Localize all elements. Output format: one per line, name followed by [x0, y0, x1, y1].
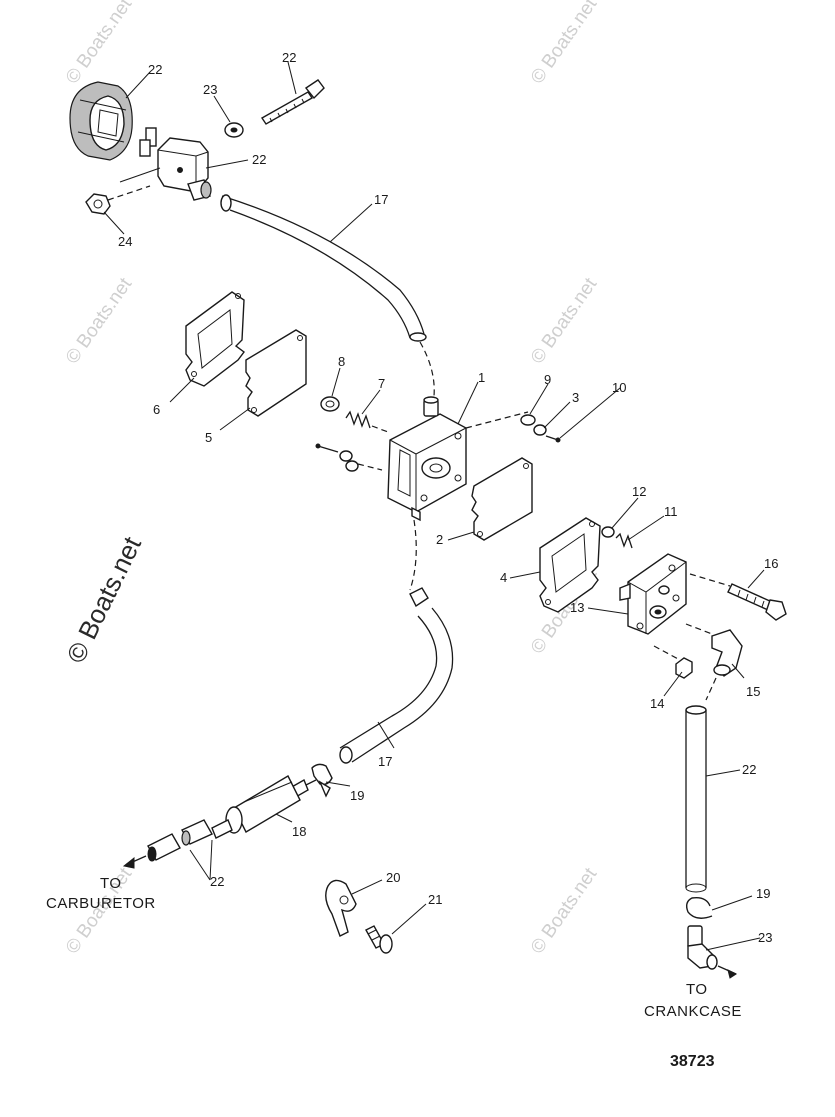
- callout-5: 5: [205, 430, 212, 445]
- notes: TO CARBURETOR TO CRANKCASE 38723: [46, 875, 742, 1070]
- callout-23: 23: [758, 930, 772, 945]
- callout-9: 9: [544, 372, 551, 387]
- part-22-vertical-hose: [685, 705, 707, 893]
- watermark-large: © Boats.net: [60, 531, 147, 667]
- part-22-short-hoses: [122, 819, 213, 869]
- note-to-carburetor-2: CARBURETOR: [46, 895, 156, 912]
- part-5-diaphragm: [245, 329, 307, 417]
- callout-14: 14: [650, 696, 664, 711]
- callout-16: 16: [764, 556, 778, 571]
- callout-8: 8: [338, 354, 345, 369]
- part-19-clamp-right: [685, 896, 713, 919]
- part-20-clip: [325, 879, 357, 937]
- callout-13: 13: [570, 600, 584, 615]
- watermark-3: © Boats.net: [62, 274, 137, 368]
- callout-7: 7: [378, 376, 385, 391]
- callout-3: 3: [572, 390, 579, 405]
- callout-10: 10: [612, 380, 626, 395]
- callout-17-upper: 17: [374, 192, 388, 207]
- leader-lines: [103, 61, 765, 951]
- part-13-cover: [619, 553, 687, 635]
- part-21-screw: [365, 925, 393, 954]
- part-15-elbow: [685, 623, 743, 701]
- part-6-gasket: [185, 291, 245, 387]
- part-4-gasket: [539, 517, 601, 613]
- callout-11: 11: [664, 504, 678, 519]
- callout-19-right: 19: [756, 886, 770, 901]
- callout-15: 15: [746, 684, 760, 699]
- check-valve-left: [315, 443, 383, 472]
- callout-21: 21: [428, 892, 442, 907]
- callout-20: 20: [386, 870, 400, 885]
- note-to-carburetor-1: TO: [100, 875, 122, 892]
- part-24-solenoid: [119, 127, 212, 201]
- part-7-spring: [345, 410, 389, 433]
- figure-number: 38723: [670, 1053, 715, 1070]
- callout-12: 12: [632, 484, 646, 499]
- part-17-lower-hose: [339, 607, 454, 764]
- part-1-pump-body: [387, 396, 529, 522]
- callout-4: 4: [500, 570, 507, 585]
- callout-25: 22: [148, 62, 162, 77]
- callout-17-lower: 17: [378, 754, 392, 769]
- callout-18: 18: [292, 824, 306, 839]
- part-26-screw: [260, 79, 325, 125]
- lower-connector: [409, 519, 429, 608]
- callout-22-left: 22: [210, 874, 224, 889]
- note-to-crankcase-1: TO: [686, 981, 708, 998]
- callout-6: 6: [153, 402, 160, 417]
- part-16-bolt: [689, 573, 787, 621]
- callout-26: 22: [282, 50, 296, 65]
- part-8-disc: [320, 396, 340, 412]
- check-valve-right: [520, 414, 561, 443]
- watermark-2: © Boats.net: [527, 0, 602, 88]
- part-2-diaphragm: [471, 457, 533, 541]
- callout-27: 23: [203, 82, 217, 97]
- watermark-4: © Boats.net: [527, 274, 602, 368]
- note-to-crankcase-2: CRANKCASE: [644, 1003, 742, 1020]
- callout-19-left: 19: [350, 788, 364, 803]
- callouts: 22 22 23 22 24 17 6 5 8 7 1 9 3 10 2 4 1…: [118, 50, 778, 945]
- part-14-nut: [653, 645, 693, 679]
- callout-24: 22: [252, 152, 266, 167]
- callout-28: 24: [118, 234, 132, 249]
- callout-1: 1: [478, 370, 485, 385]
- parts-11-12: [601, 526, 633, 549]
- part-18-filter: [211, 775, 317, 839]
- watermark-1: © Boats.net: [62, 0, 137, 88]
- callout-2: 2: [436, 532, 443, 547]
- part-27-washer: [224, 122, 244, 138]
- part-19-clamp-left: [311, 763, 333, 798]
- part-25-grommet: [69, 81, 133, 161]
- part-28-nut: [85, 185, 151, 215]
- watermark-7: © Boats.net: [527, 864, 602, 958]
- part-23-elbow: [687, 925, 737, 979]
- callout-22-right: 22: [742, 762, 756, 777]
